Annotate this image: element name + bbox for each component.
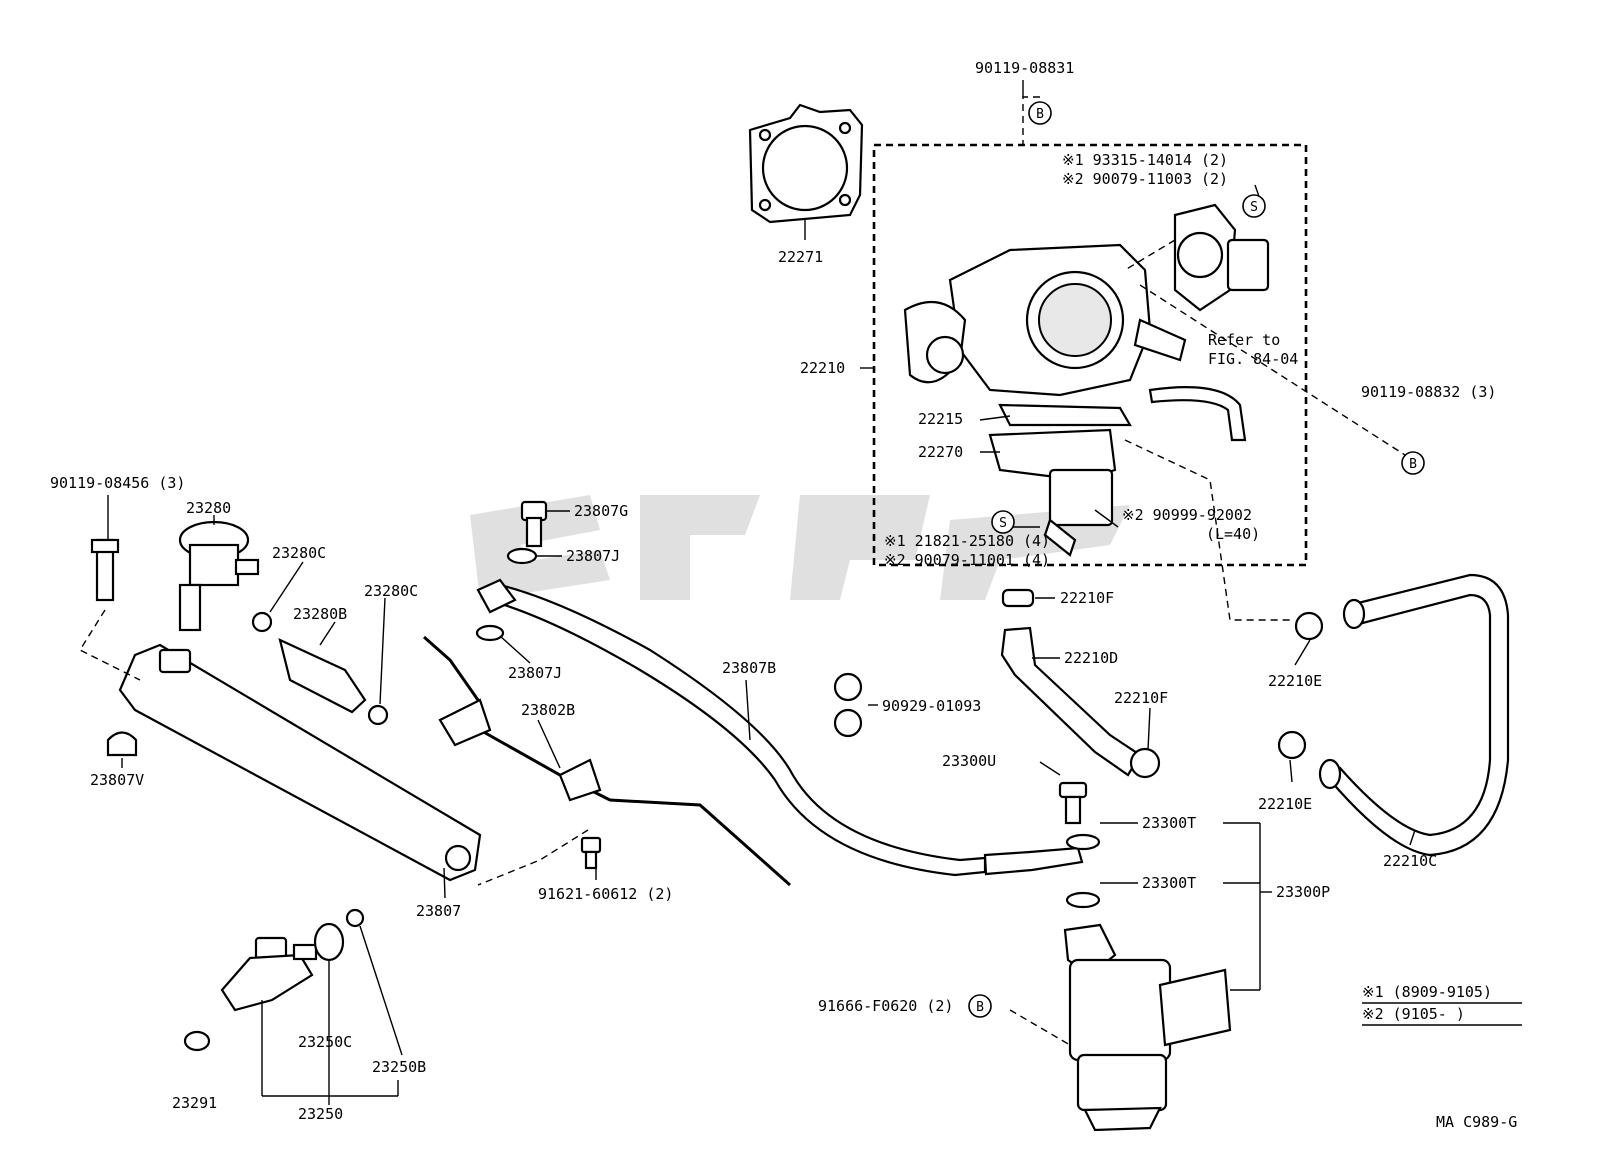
fuel-pipe-23802b	[423, 635, 791, 887]
label-23807j-lower: 23807J	[508, 664, 562, 682]
note-s-top-2: ※2 90079-11003 (2)	[1062, 170, 1228, 188]
note-refer-2: FIG. 84-04	[1208, 350, 1298, 368]
label-23280c-lower: 23280C	[364, 582, 418, 600]
label-23280c-upper: 23280C	[272, 544, 326, 562]
clip-23280c-upper	[251, 611, 273, 633]
clip-22210f-lower	[1129, 747, 1161, 779]
label-22270: 22270	[918, 443, 963, 461]
union-bolt-23807g	[520, 500, 548, 548]
label-22210e-lower: 22210E	[1258, 795, 1312, 813]
note-refer-1: Refer to	[1208, 331, 1280, 349]
legend-row-1: ※1 (8909-9105)	[1362, 983, 1492, 1001]
label-22210f-upper: 22210F	[1060, 589, 1114, 607]
label-23250c: 23250C	[298, 1033, 352, 1051]
label-23802b: 23802B	[521, 701, 575, 719]
label-22210f-lower: 22210F	[1114, 689, 1168, 707]
label-23807j-upper: 23807J	[566, 547, 620, 565]
vsv-23300p	[1063, 923, 1232, 1132]
bolt-90119-08456	[90, 538, 120, 602]
figure-code: MA C989-G	[1436, 1113, 1517, 1131]
throttle-position-sensor	[1173, 203, 1270, 312]
label-22215: 22215	[918, 410, 963, 428]
badge-s-top: S	[1242, 194, 1266, 218]
label-22271: 22271	[778, 248, 823, 266]
watermark-logo	[470, 495, 1130, 600]
clip-90929-01093-upper	[833, 672, 863, 702]
label-23300u: 23300U	[942, 752, 996, 770]
gasket-23300t-lower	[1065, 891, 1101, 909]
throttle-body-group-frame	[872, 143, 1308, 567]
svg-text:S: S	[999, 516, 1007, 531]
label-22210c: 22210C	[1383, 852, 1437, 870]
label-23250: 23250	[298, 1105, 343, 1123]
svg-text:S: S	[1250, 200, 1258, 215]
badge-b-right: B	[1401, 451, 1425, 475]
clip-23280c-lower	[367, 704, 389, 726]
legend-row-2: ※2 (9105- )	[1362, 1005, 1465, 1023]
insulator-23291	[183, 1030, 211, 1052]
label-90119-08832: 90119-08832 (3)	[1361, 383, 1496, 401]
label-23291: 23291	[172, 1094, 217, 1112]
note-s-bottom-2: ※2 90079-11001 (4)	[884, 551, 1050, 569]
fuel-hose-23807b	[493, 583, 987, 877]
badge-b-top: B	[1028, 101, 1052, 125]
hose-23280b	[278, 638, 367, 714]
insulator-23807v	[106, 731, 138, 757]
pressure-regulator-23280	[178, 520, 260, 632]
label-23280: 23280	[186, 499, 231, 517]
fuel-delivery-pipe-23807	[118, 643, 482, 882]
label-23300t-upper: 23300T	[1142, 814, 1196, 832]
badge-s-bottom: S	[991, 510, 1015, 534]
o-ring-23250c	[313, 922, 345, 962]
grommet-23250b	[345, 908, 365, 928]
label-23807v: 23807V	[90, 771, 144, 789]
gasket-23300t-upper	[1065, 833, 1101, 851]
label-23807b: 23807B	[722, 659, 776, 677]
note-s-top-1: ※1 93315-14014 (2)	[1062, 151, 1228, 169]
union-bolt-23300u	[1058, 781, 1088, 825]
note-hose-2: (L=40)	[1206, 525, 1260, 543]
label-90929-01093: 90929-01093	[882, 697, 981, 715]
label-22210d: 22210D	[1064, 649, 1118, 667]
label-23280b: 23280B	[293, 605, 347, 623]
svg-text:B: B	[1036, 107, 1044, 122]
label-91621-60612: 91621-60612 (2)	[538, 885, 673, 903]
note-s-bottom-1: ※1 21821-25180 (4)	[884, 532, 1050, 550]
label-23807g: 23807G	[574, 502, 628, 520]
clip-90929-01093-lower	[833, 708, 863, 738]
label-23300t-lower: 23300T	[1142, 874, 1196, 892]
svg-text:B: B	[1409, 457, 1417, 472]
label-23300p: 23300P	[1276, 883, 1330, 901]
gasket-22215	[998, 403, 1132, 427]
throttle-body-22210	[903, 243, 1187, 397]
label-90119-08831: 90119-08831	[975, 59, 1074, 77]
badge-b-vsv: B	[968, 994, 992, 1018]
label-90119-08456: 90119-08456 (3)	[50, 474, 185, 492]
label-91666-f0620: 91666-F0620 (2)	[818, 997, 953, 1015]
bolt-91621-60612	[580, 836, 602, 870]
clip-22210e-lower	[1277, 730, 1307, 760]
svg-text:B: B	[976, 1000, 984, 1015]
label-23250b: 23250B	[372, 1058, 426, 1076]
fuel-injector-23250	[220, 936, 318, 1012]
idle-air-control-22270	[988, 428, 1117, 557]
air-hose-90999	[1148, 386, 1247, 442]
gasket-22271	[748, 103, 864, 224]
note-hose-1: ※2 90999-92002	[1122, 506, 1252, 524]
leader-lines	[107, 80, 1416, 1105]
gasket-23807j-lower	[475, 624, 505, 642]
gasket-23807j-upper	[506, 547, 538, 565]
clip-22210e-upper	[1294, 611, 1324, 641]
label-23807: 23807	[416, 902, 461, 920]
clip-22210f-upper	[1001, 588, 1035, 608]
label-22210e-upper: 22210E	[1268, 672, 1322, 690]
label-22210: 22210	[800, 359, 845, 377]
